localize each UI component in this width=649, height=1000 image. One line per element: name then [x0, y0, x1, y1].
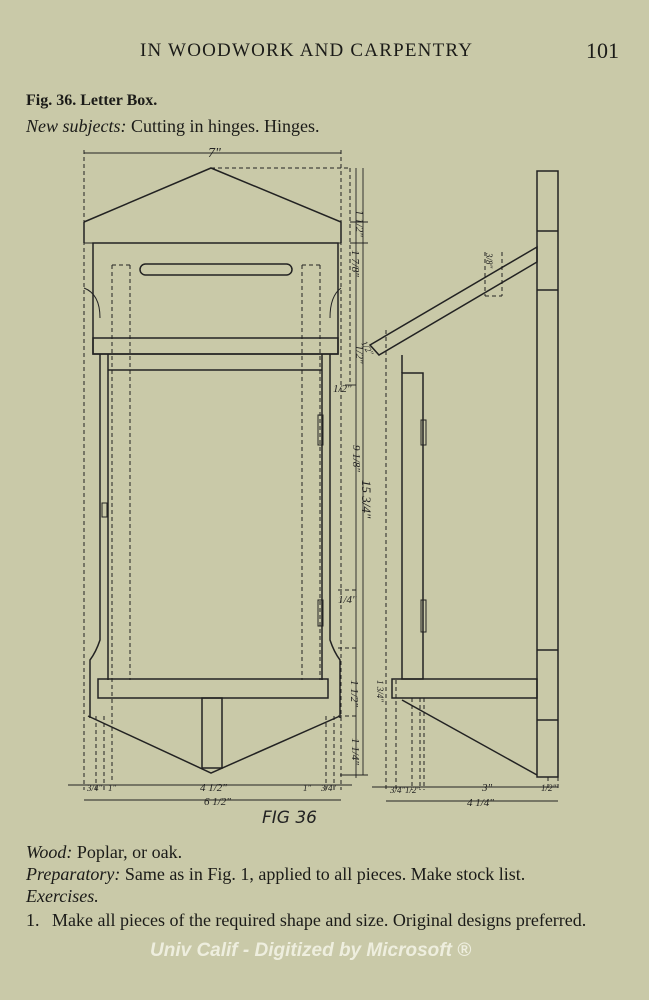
wood-label: Wood: — [26, 842, 73, 862]
handwritten-fig-label: FIG 36 — [262, 808, 317, 828]
dim-base-point: 1 1/4" — [349, 738, 361, 765]
new-subjects-label: New subjects: — [26, 116, 127, 136]
dim-front-center: 4 1/2" — [200, 782, 227, 794]
dim-side-left-b: 1/2" — [405, 785, 421, 795]
dim-side-back: 3/8" — [484, 252, 494, 269]
preparatory-label: Preparatory: — [26, 864, 121, 884]
preparatory-value: Same as in Fig. 1, applied to all pieces… — [124, 864, 526, 884]
digitization-watermark: Univ Calif - Digitized by Microsoft ® — [150, 940, 472, 961]
front-body-left — [89, 354, 101, 718]
side-shelf — [391, 678, 538, 699]
dim-front-total: 6 1/2" — [204, 796, 231, 808]
figure-caption: Fig. 36. Letter Box. — [26, 92, 158, 109]
front-roof-outline — [83, 167, 342, 243]
mail-slot — [139, 263, 293, 276]
dim-body-height: 9 1/8" — [350, 445, 362, 472]
page-number: 101 — [586, 38, 619, 63]
dim-shelf-height: 1 1/2" — [348, 680, 360, 707]
preparatory-line: Preparatory: Same as in Fig. 1, applied … — [26, 864, 525, 885]
dim-small-tick: 1/4" — [338, 594, 357, 606]
dim-side-left-a: 3/4" — [389, 785, 406, 795]
exercises-label: Exercises. — [26, 886, 99, 906]
exercises-heading: Exercises. — [26, 886, 99, 907]
dim-slot-height: 1 7/8" — [349, 250, 361, 277]
front-body-right — [329, 354, 341, 718]
dim-roof-thick: 1/2" — [353, 345, 365, 364]
dim-total-height: 15 3/4" — [359, 480, 374, 519]
new-subjects-text: Cutting in hinges. Hinges. — [131, 116, 320, 136]
wood-value: Poplar, or oak. — [76, 842, 183, 862]
dim-side-total: 4 1/4" — [467, 797, 494, 809]
dim-side-right: 1/2" — [541, 783, 557, 793]
running-head: IN WOODWORK AND CARPENTRY — [140, 40, 474, 61]
front-bottom-point — [87, 715, 341, 774]
dim-side-center: 3" — [481, 782, 493, 794]
exercise-number: 1. — [26, 910, 40, 930]
front-crossbar-top — [92, 337, 339, 355]
dim-top-width: 7" — [208, 146, 221, 161]
dim-side-shelf: 1 3/4" — [375, 680, 385, 702]
dim-front-left-b: 1" — [108, 783, 117, 793]
new-subjects-line: New subjects: Cutting in hinges. Hinges. — [26, 116, 320, 137]
exercise-item-1: 1. Make all pieces of the required shape… — [26, 908, 626, 932]
exercise-text: Make all pieces of the required shape an… — [52, 910, 587, 930]
dim-front-right-a: 1" — [303, 783, 312, 793]
dim-roof-height: 1 1/2" — [353, 210, 365, 237]
dim-front-left-a: 3/4" — [86, 783, 103, 793]
wood-line: Wood: Poplar, or oak. — [26, 842, 182, 863]
dim-front-right-b: 3/4" — [320, 783, 337, 793]
dim-hinge-gap: 1/2" — [333, 383, 352, 395]
front-stem — [201, 697, 223, 769]
side-roof-board — [368, 245, 538, 356]
